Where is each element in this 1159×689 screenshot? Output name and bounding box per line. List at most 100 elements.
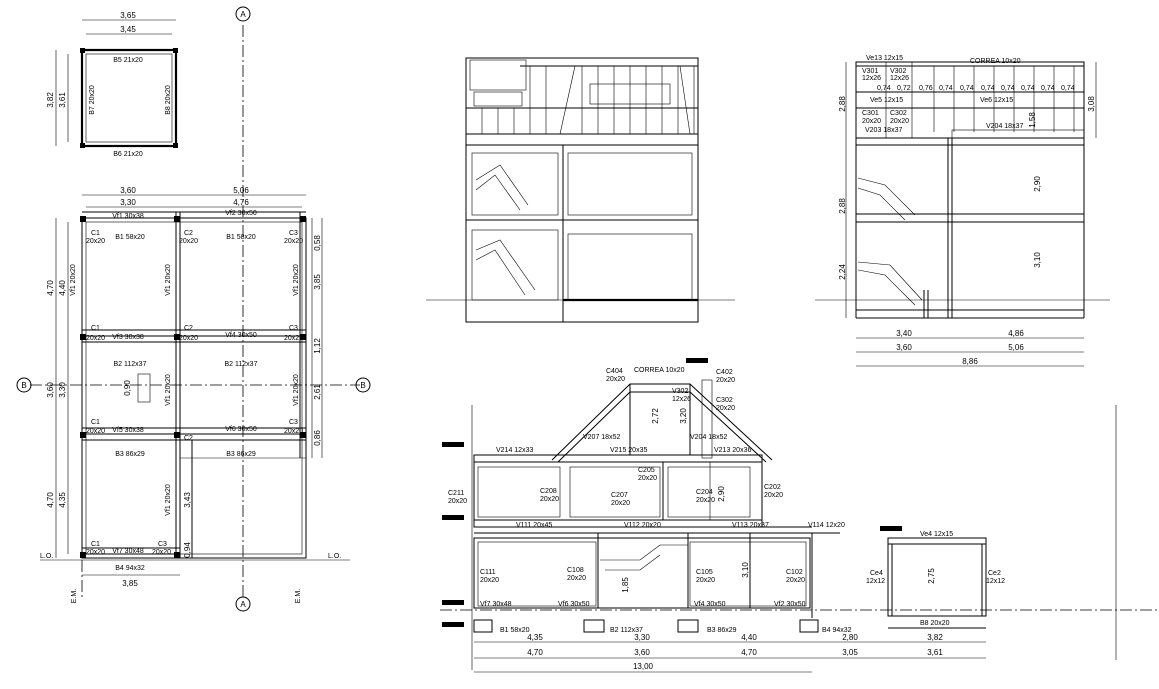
section-vdim: 2,72: [651, 408, 660, 424]
column-label: C3: [289, 419, 298, 426]
elev-dim: 2,24: [838, 264, 847, 280]
beam-label: Vf7 30x48: [112, 548, 144, 555]
section-label: V111 20x45: [516, 522, 552, 529]
post-spacing: 0,74: [981, 85, 995, 92]
section-label: 12x12: [866, 578, 885, 585]
svg-text:A: A: [240, 10, 246, 19]
post-spacing: 0,74: [1021, 85, 1035, 92]
elev-label: Ve13 12x15: [866, 55, 903, 62]
beam-label: Vf1 20x20: [165, 374, 172, 406]
section-label: 20x20: [567, 575, 586, 582]
elev-label: C301: [862, 110, 879, 117]
plan-dim-right: 1,12: [313, 338, 322, 354]
plan-dim-top-right: 5,06: [233, 186, 249, 195]
plan-dim-right: 0,86: [313, 430, 322, 446]
axis-marker-a-top: A: [235, 6, 251, 22]
section-label: 20x20: [540, 496, 559, 503]
section-label: C108: [567, 567, 584, 574]
section-total-dim: 13,00: [633, 662, 654, 671]
section-label: 20x20: [638, 475, 657, 482]
section-label: V204 18x52: [690, 434, 727, 441]
plan-dim-left: 4,70: [46, 492, 55, 508]
elev-dim: 3,10: [1033, 252, 1042, 268]
section-label: C404: [606, 368, 623, 375]
roof-dim-width: 3,65: [120, 11, 136, 20]
column-label: C1: [91, 419, 100, 426]
elev-label: 20x20: [862, 118, 881, 125]
longitudinal-section: C404 20x20 CORREA 10x20 C402 20x20 V302 …: [440, 358, 1159, 673]
plan-dim-right: 0,58: [313, 235, 322, 251]
beam-label: Vf1 20x20: [293, 374, 300, 406]
beam-label: B5 21x20: [113, 57, 143, 64]
section-dim: 2,80: [842, 633, 858, 642]
column-label: C1: [91, 325, 100, 332]
column-label: 20x20: [284, 335, 303, 342]
section-label: B2 112x37: [610, 627, 643, 634]
section-label: 12x26: [672, 396, 691, 403]
section-label: B8 20x20: [920, 620, 950, 627]
elev-dim: 2,90: [1033, 176, 1042, 192]
section-vdim: 3,20: [679, 408, 688, 424]
beam-label: Vf1 20x20: [165, 264, 172, 296]
post-spacing: 0,74: [1061, 85, 1075, 92]
beam-label: Vf4 30x50: [225, 332, 257, 339]
footing-label: B4 94x32: [115, 565, 145, 572]
plan-dim-inner-left: 3,30: [120, 198, 136, 207]
section-label: V114 12x20: [808, 522, 845, 529]
plan-dim-top-left: 3,60: [120, 186, 136, 195]
elev-label: V301: [862, 68, 878, 75]
section-label: B1 58x20: [500, 627, 530, 634]
beam-label: B7 20x20: [89, 85, 96, 115]
section-label: Vf4 30x50: [694, 601, 726, 608]
section-label: Vf2 30x50: [774, 601, 806, 608]
column-label: 20x20: [284, 428, 303, 435]
column-label: 20x20: [152, 549, 171, 556]
section-label: CORREA 10x20: [634, 367, 685, 374]
level-mark: L.O.: [328, 553, 341, 560]
beam-label: B6 21x20: [113, 151, 143, 158]
section-label: 20x20: [696, 497, 715, 504]
section-dim: 3,30: [634, 633, 650, 642]
section-dim: 4,35: [527, 633, 543, 642]
plan-dim-left: 4,70: [46, 280, 55, 296]
plan-dim-bottom: 3,85: [122, 579, 138, 588]
column-label: C3: [289, 230, 298, 237]
column-label: C2: [184, 435, 193, 442]
plan-dim-left: 3,60: [46, 382, 55, 398]
section-label: Vf6 30x50: [558, 601, 590, 608]
section-label: C202: [764, 484, 781, 491]
beam-label: Vf1 20x20: [70, 264, 77, 296]
plan-dim-left: 4,35: [58, 492, 67, 508]
column-label: C1: [91, 230, 100, 237]
elev-label: 12x26: [862, 75, 881, 82]
elev-label: C302: [890, 110, 907, 117]
column-label: C3: [289, 325, 298, 332]
section-dim: 3,60: [634, 648, 650, 657]
section-label: V215 20x35: [610, 447, 647, 454]
post-spacing: 0,76: [919, 85, 933, 92]
foundation-plan: 3,60 5,06 3,30 4,76: [40, 186, 350, 603]
section-label: V113 20x37: [732, 522, 769, 529]
section-label: C208: [540, 488, 557, 495]
elev-dim: 3,08: [1087, 96, 1096, 112]
beam-label: Vf1 20x20: [165, 484, 172, 516]
elev-dim: 3,40: [896, 329, 912, 338]
footing-label: B1 58x20: [115, 234, 145, 241]
section-label: V214 12x33: [496, 447, 533, 454]
section-dim: 4,70: [741, 648, 757, 657]
section-dim: 3,05: [842, 648, 858, 657]
beam-label: Vf1 20x20: [293, 264, 300, 296]
post-spacing: 0,74: [877, 85, 891, 92]
beam-label: Vf5 30x38: [112, 427, 144, 434]
elev-dim: 5,06: [1008, 343, 1024, 352]
column-label: C1: [91, 541, 100, 548]
section-label: C302: [716, 397, 733, 404]
footing-label: B1 58x20: [226, 234, 256, 241]
section-label: C111: [480, 569, 496, 576]
plan-dim-inner: 0,94: [183, 542, 192, 558]
beam-label: B8 20x20: [165, 85, 172, 115]
section-label: Vf7 30x48: [480, 601, 512, 608]
plan-dim-left: 3,30: [58, 382, 67, 398]
post-spacing: 0,74: [939, 85, 953, 92]
section-label: V213 20x36: [714, 447, 751, 454]
